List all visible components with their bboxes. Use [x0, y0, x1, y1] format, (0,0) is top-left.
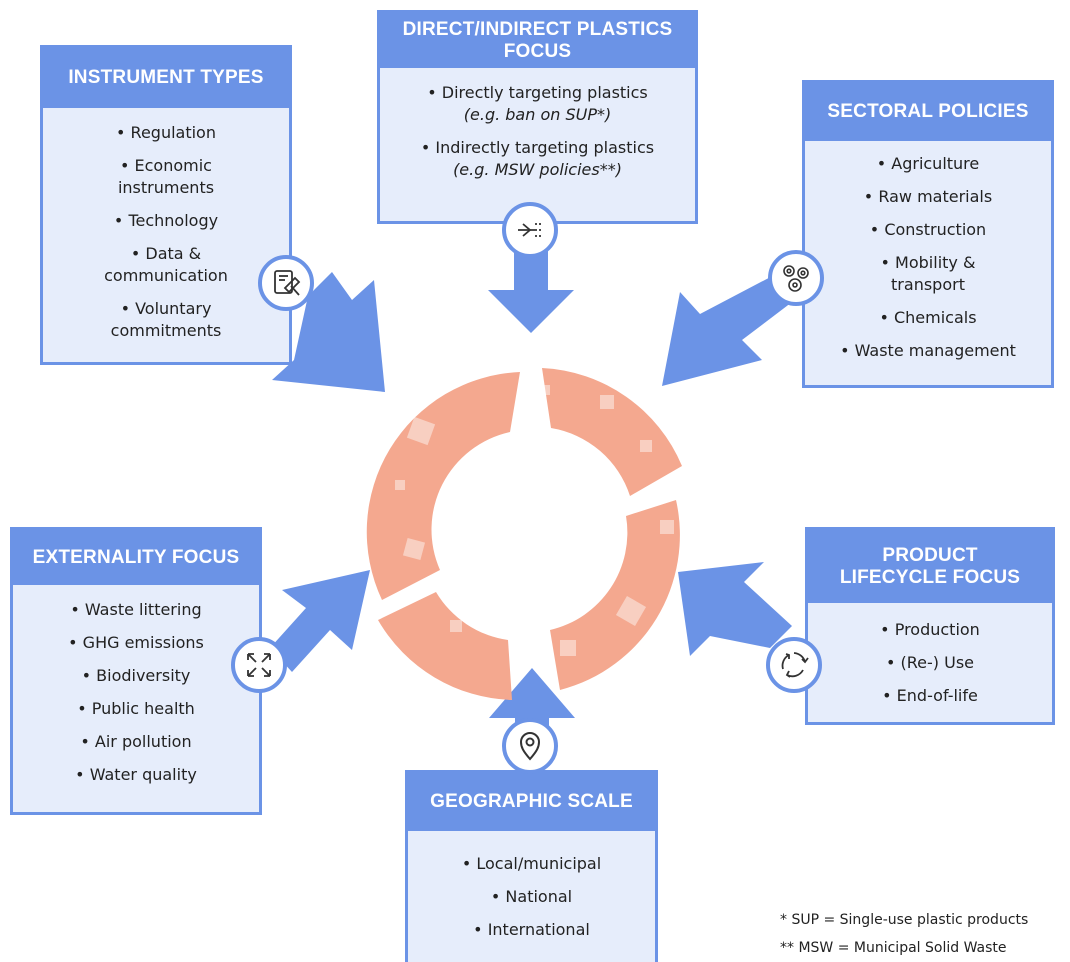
- item-main: • Directly targeting plastics: [427, 83, 648, 102]
- arrow-direct: [488, 246, 574, 333]
- recycle-icon: [766, 637, 822, 693]
- list-item: • Water quality: [75, 765, 197, 784]
- list-item: • Economic instruments: [117, 156, 215, 197]
- box-sectoral-policies: SECTORAL POLICIES • Agriculture • Raw ma…: [802, 80, 1054, 388]
- target-arrow-icon: [502, 202, 558, 258]
- item-example: (e.g. ban on SUP*): [463, 105, 612, 124]
- list-item: • Local/municipal: [461, 854, 602, 873]
- item-example: (e.g. MSW policies**): [453, 160, 622, 179]
- list-item: • Regulation: [116, 123, 216, 142]
- direct-list: • Directly targeting plastics (e.g. ban …: [380, 68, 695, 181]
- ring-texture: [395, 385, 674, 656]
- list-item: • Production: [880, 620, 980, 639]
- list-item: • Raw materials: [863, 187, 993, 206]
- footnote-sup: * SUP = Single-use plastic products: [780, 912, 1029, 928]
- list-item: • Construction: [869, 220, 987, 239]
- box-instrument-types: INSTRUMENT TYPES • Regulation • Economic…: [40, 45, 292, 365]
- arrow-geographic: [489, 668, 575, 760]
- box-title: GEOGRAPHIC SCALE: [408, 773, 655, 831]
- arrow-lifecycle: [678, 562, 792, 656]
- instrument-list: • Regulation • Economic instruments • Te…: [43, 108, 289, 342]
- box-title: SECTORAL POLICIES: [805, 83, 1051, 141]
- box-title: PRODUCT LIFECYCLE FOCUS: [808, 530, 1052, 603]
- gears-icon: [768, 250, 824, 306]
- footnote-msw: ** MSW = Municipal Solid Waste: [780, 940, 1007, 956]
- list-item: • Technology: [113, 211, 219, 230]
- list-item: • Chemicals: [879, 308, 977, 327]
- list-item: • Air pollution: [80, 732, 192, 751]
- list-item: • Mobility & transport: [880, 253, 976, 294]
- externality-list: • Waste littering • GHG emissions • Biod…: [13, 585, 259, 786]
- lifecycle-list: • Production • (Re-) Use • End-of-life: [808, 603, 1052, 707]
- arrow-sectoral: [662, 272, 800, 386]
- list-item: • Voluntary commitments: [110, 299, 222, 340]
- box-externality-focus: EXTERNALITY FOCUS • Waste littering • GH…: [10, 527, 262, 815]
- gavel-book-icon: [258, 255, 314, 311]
- geographic-list: • Local/municipal • National • Internati…: [408, 831, 655, 941]
- box-title: INSTRUMENT TYPES: [43, 48, 289, 108]
- box-geographic-scale: GEOGRAPHIC SCALE • Local/municipal • Nat…: [405, 770, 658, 962]
- box-direct-indirect: DIRECT/INDIRECT PLASTICS FOCUS • Directl…: [377, 10, 698, 224]
- list-item: • National: [490, 887, 573, 906]
- arrow-instrument: [272, 272, 385, 392]
- list-item: • (Re-) Use: [886, 653, 974, 672]
- list-item: • Data & communication: [104, 244, 228, 285]
- list-item: • GHG emissions: [68, 633, 204, 652]
- box-title: DIRECT/INDIRECT PLASTICS FOCUS: [380, 13, 695, 68]
- list-item: • Directly targeting plastics (e.g. ban …: [380, 82, 695, 126]
- list-item: • Biodiversity: [81, 666, 191, 685]
- list-item: • Indirectly targeting plastics (e.g. MS…: [380, 137, 695, 181]
- box-title: EXTERNALITY FOCUS: [13, 530, 259, 585]
- ring-segments: [366, 368, 682, 700]
- list-item: • Waste management: [840, 341, 1016, 360]
- expand-arrows-icon: [231, 637, 287, 693]
- list-item: • Waste littering: [70, 600, 202, 619]
- list-item: • Agriculture: [876, 154, 980, 173]
- sectoral-list: • Agriculture • Raw materials • Construc…: [805, 141, 1051, 362]
- list-item: • Public health: [77, 699, 195, 718]
- arrow-externality: [270, 570, 370, 672]
- list-item: • End-of-life: [882, 686, 978, 705]
- item-main: • Indirectly targeting plastics: [420, 138, 655, 157]
- list-item: • International: [473, 920, 590, 939]
- box-product-lifecycle: PRODUCT LIFECYCLE FOCUS • Production • (…: [805, 527, 1055, 725]
- map-pin-icon: [502, 718, 558, 774]
